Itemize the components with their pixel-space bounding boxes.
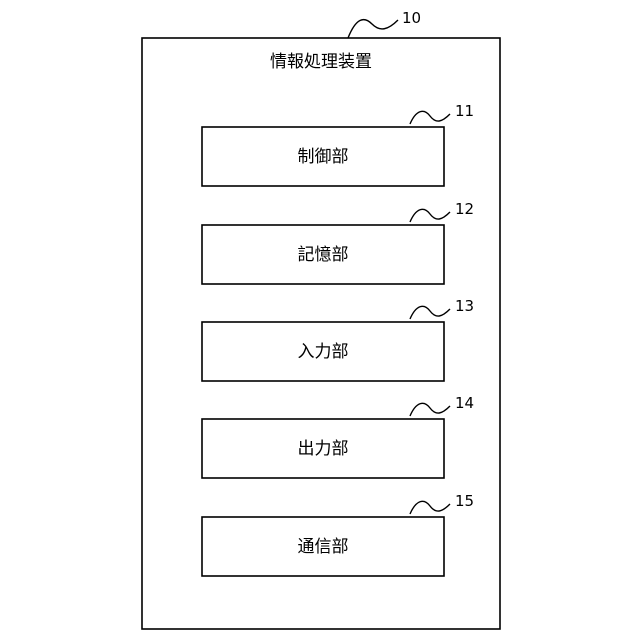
unit-ref-number-control: 11 xyxy=(455,102,474,120)
unit-ref-leader-communication xyxy=(410,501,450,514)
unit-label-output: 出力部 xyxy=(202,439,444,459)
unit-label-storage: 記憶部 xyxy=(202,245,444,265)
unit-ref-number-communication: 15 xyxy=(455,492,474,510)
unit-ref-leader-output xyxy=(410,403,450,416)
device-ref-leader xyxy=(348,20,398,38)
unit-ref-number-storage: 12 xyxy=(455,200,474,218)
unit-ref-number-input: 13 xyxy=(455,297,474,315)
unit-ref-leader-input xyxy=(410,306,450,319)
unit-label-communication: 通信部 xyxy=(202,537,444,557)
unit-ref-leader-storage xyxy=(410,209,450,222)
device-title: 情報処理装置 xyxy=(142,52,500,72)
unit-label-input: 入力部 xyxy=(202,342,444,362)
unit-ref-number-output: 14 xyxy=(455,394,474,412)
unit-ref-leader-control xyxy=(410,111,450,124)
device-ref-number: 10 xyxy=(402,9,421,27)
unit-label-control: 制御部 xyxy=(202,147,444,167)
